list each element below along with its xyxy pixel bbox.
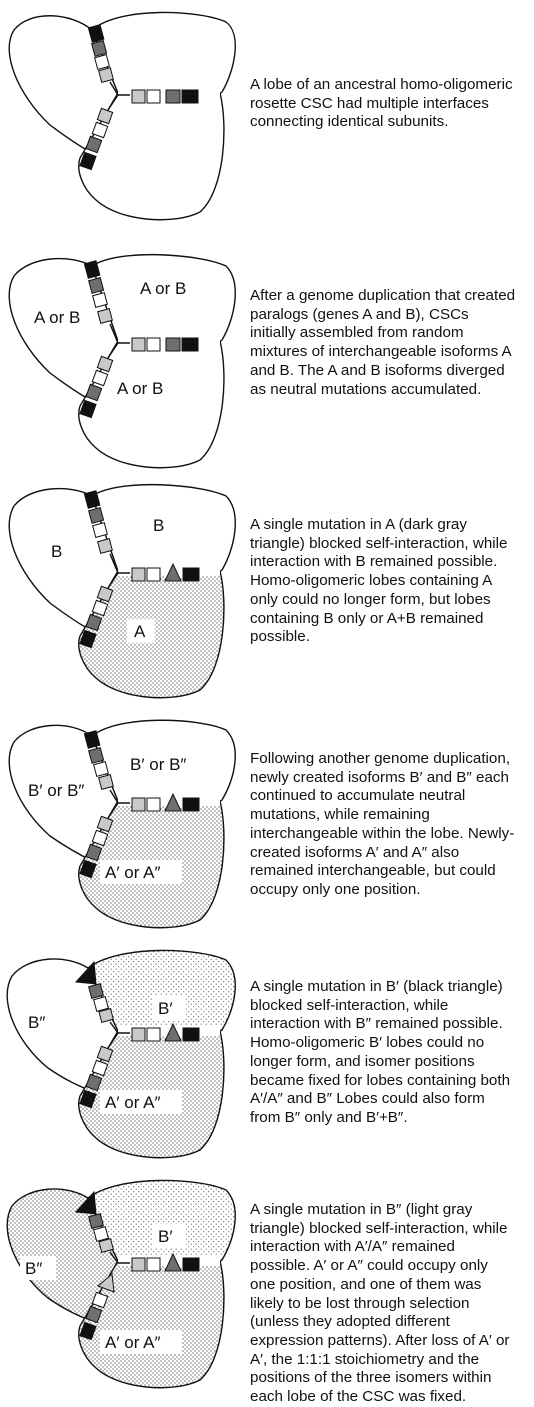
- panel-5: B″ B′ A′ or A″ A single mutation in B′ (…: [0, 938, 534, 1168]
- caption-line: Following another genome duplication,: [250, 750, 510, 767]
- caption-line: A single mutation in B′ (black triangle): [250, 978, 503, 995]
- lobe-label-right: A or B: [140, 279, 186, 298]
- panel-1: A lobe of an ancestral homo-oligomeric r…: [0, 0, 534, 230]
- caption-line: became fixed for lobes containing both: [250, 1072, 510, 1089]
- lobe-label-bottom: A′ or A″: [105, 863, 161, 882]
- rosette-lobe-diagram: [0, 0, 245, 230]
- caption-line: from B″ only and B′+B″.: [250, 1109, 408, 1126]
- caption-line: (unless they adopted different: [250, 1313, 450, 1330]
- caption-line: continued to accumulate neutral: [250, 787, 465, 804]
- lobe-label-bottom: A or B: [117, 379, 163, 398]
- caption-line: A single mutation in A (dark gray: [250, 516, 467, 533]
- caption-line: interaction with B remained possible.: [250, 553, 497, 570]
- caption-line: each lobe of the CSC was fixed.: [250, 1388, 466, 1405]
- caption: Following another genome duplication, ne…: [250, 750, 528, 900]
- lobe-label-bottom: A′ or A″: [105, 1093, 161, 1112]
- caption-line: as neutral mutations accumulated.: [250, 381, 481, 398]
- rosette-lobe-diagram: B″ B′ A′ or A″: [0, 938, 245, 1168]
- caption-line: occupy only one position.: [250, 881, 421, 898]
- caption-line: remained interchangeable, but could: [250, 862, 496, 879]
- caption-line: Homo-oligomeric B′ lobes could no: [250, 1034, 484, 1051]
- caption: A single mutation in A (dark gray triang…: [250, 516, 528, 647]
- panel-4: B′ or B″ B′ or B″ A′ or A″ Following ano…: [0, 708, 534, 938]
- caption-line: blocked self-interaction, while: [250, 997, 448, 1014]
- caption-line: interaction with A′/A″ remained: [250, 1238, 455, 1255]
- caption-line: mutations, while remaining: [250, 806, 430, 823]
- caption-line: created isoforms A′ and A″ also: [250, 844, 459, 861]
- caption-line: mixtures of interchangeable isoforms A: [250, 343, 512, 360]
- rosette-lobe-diagram: B′ or B″ B′ or B″ A′ or A″: [0, 708, 245, 938]
- caption-line: newly created isoforms B′ and B″ each: [250, 769, 509, 786]
- rosette-lobe-diagram: A or B A or B A or B: [0, 248, 245, 478]
- caption-line: A′, the 1:1:1 stoichiometry and the: [250, 1351, 479, 1368]
- caption-line: interaction with B″ remained possible.: [250, 1015, 503, 1032]
- caption-line: triangle) blocked self-interaction, whil…: [250, 535, 507, 552]
- lobe-label-left: B″: [28, 1013, 45, 1032]
- caption-line: longer form, and isomer positions: [250, 1053, 475, 1070]
- caption-line: Homo-oligomeric lobes containing A: [250, 572, 492, 589]
- lobe-label-left: A or B: [34, 308, 80, 327]
- caption-line: A single mutation in B″ (light gray: [250, 1201, 472, 1218]
- caption: A lobe of an ancestral homo-oligomeric r…: [250, 76, 528, 132]
- lobe-label-bottom: A′ or A″: [105, 1333, 161, 1352]
- caption-line: only could no longer form, but lobes: [250, 591, 491, 608]
- caption: A single mutation in B″ (light gray tria…: [250, 1201, 528, 1407]
- panel-3: B B A A single mutation in A (dark gray …: [0, 478, 534, 708]
- caption-line: positions of the three isomers within: [250, 1369, 491, 1386]
- caption-line: triangle) blocked self-interaction, whil…: [250, 1220, 507, 1237]
- caption-line: containing B only or A+B remained: [250, 610, 483, 627]
- caption-line: connecting identical subunits.: [250, 113, 448, 130]
- lobe-label-bottom: A: [134, 622, 146, 641]
- panel-2: A or B A or B A or B After a genome dupl…: [0, 248, 534, 478]
- caption-line: rosette CSC had multiple interfaces: [250, 95, 489, 112]
- caption-line: possible.: [250, 628, 310, 645]
- caption: A single mutation in B′ (black triangle)…: [250, 978, 528, 1128]
- lobe-label-right: B′: [158, 1227, 173, 1246]
- rosette-lobe-diagram: B″ B′ A′ or A″: [0, 1168, 245, 1407]
- lobe-label-left: B′ or B″: [28, 781, 84, 800]
- caption-line: A lobe of an ancestral homo-oligomeric: [250, 76, 513, 93]
- panel-6: B″ B′ A′ or A″ A single mutation in B″ (…: [0, 1168, 534, 1407]
- caption-line: interchangeable within the lobe. Newly-: [250, 825, 514, 842]
- caption-line: one position, and one of them was: [250, 1276, 481, 1293]
- caption-line: expression patterns). After loss of A′ o…: [250, 1332, 509, 1349]
- lobe-label-left: B: [51, 542, 62, 561]
- caption-line: possible. A′ or A″ could occupy only: [250, 1257, 488, 1274]
- caption-line: A′/A″ and B″ Lobes could also form: [250, 1090, 485, 1107]
- lobe-label-right: B′: [158, 999, 173, 1018]
- caption-line: likely to be lost through selection: [250, 1295, 470, 1312]
- lobe-label-right: B′ or B″: [130, 755, 186, 774]
- caption: After a genome duplication that created …: [250, 287, 528, 399]
- lobe-label-left: B″: [25, 1259, 42, 1278]
- caption-line: After a genome duplication that created: [250, 287, 515, 304]
- caption-line: paralogs (genes A and B), CSCs: [250, 306, 469, 323]
- caption-line: and B. The A and B isoforms diverged: [250, 362, 505, 379]
- lobe-label-right: B: [153, 516, 164, 535]
- caption-line: initially assembled from random: [250, 324, 464, 341]
- rosette-lobe-diagram: B B A: [0, 478, 245, 708]
